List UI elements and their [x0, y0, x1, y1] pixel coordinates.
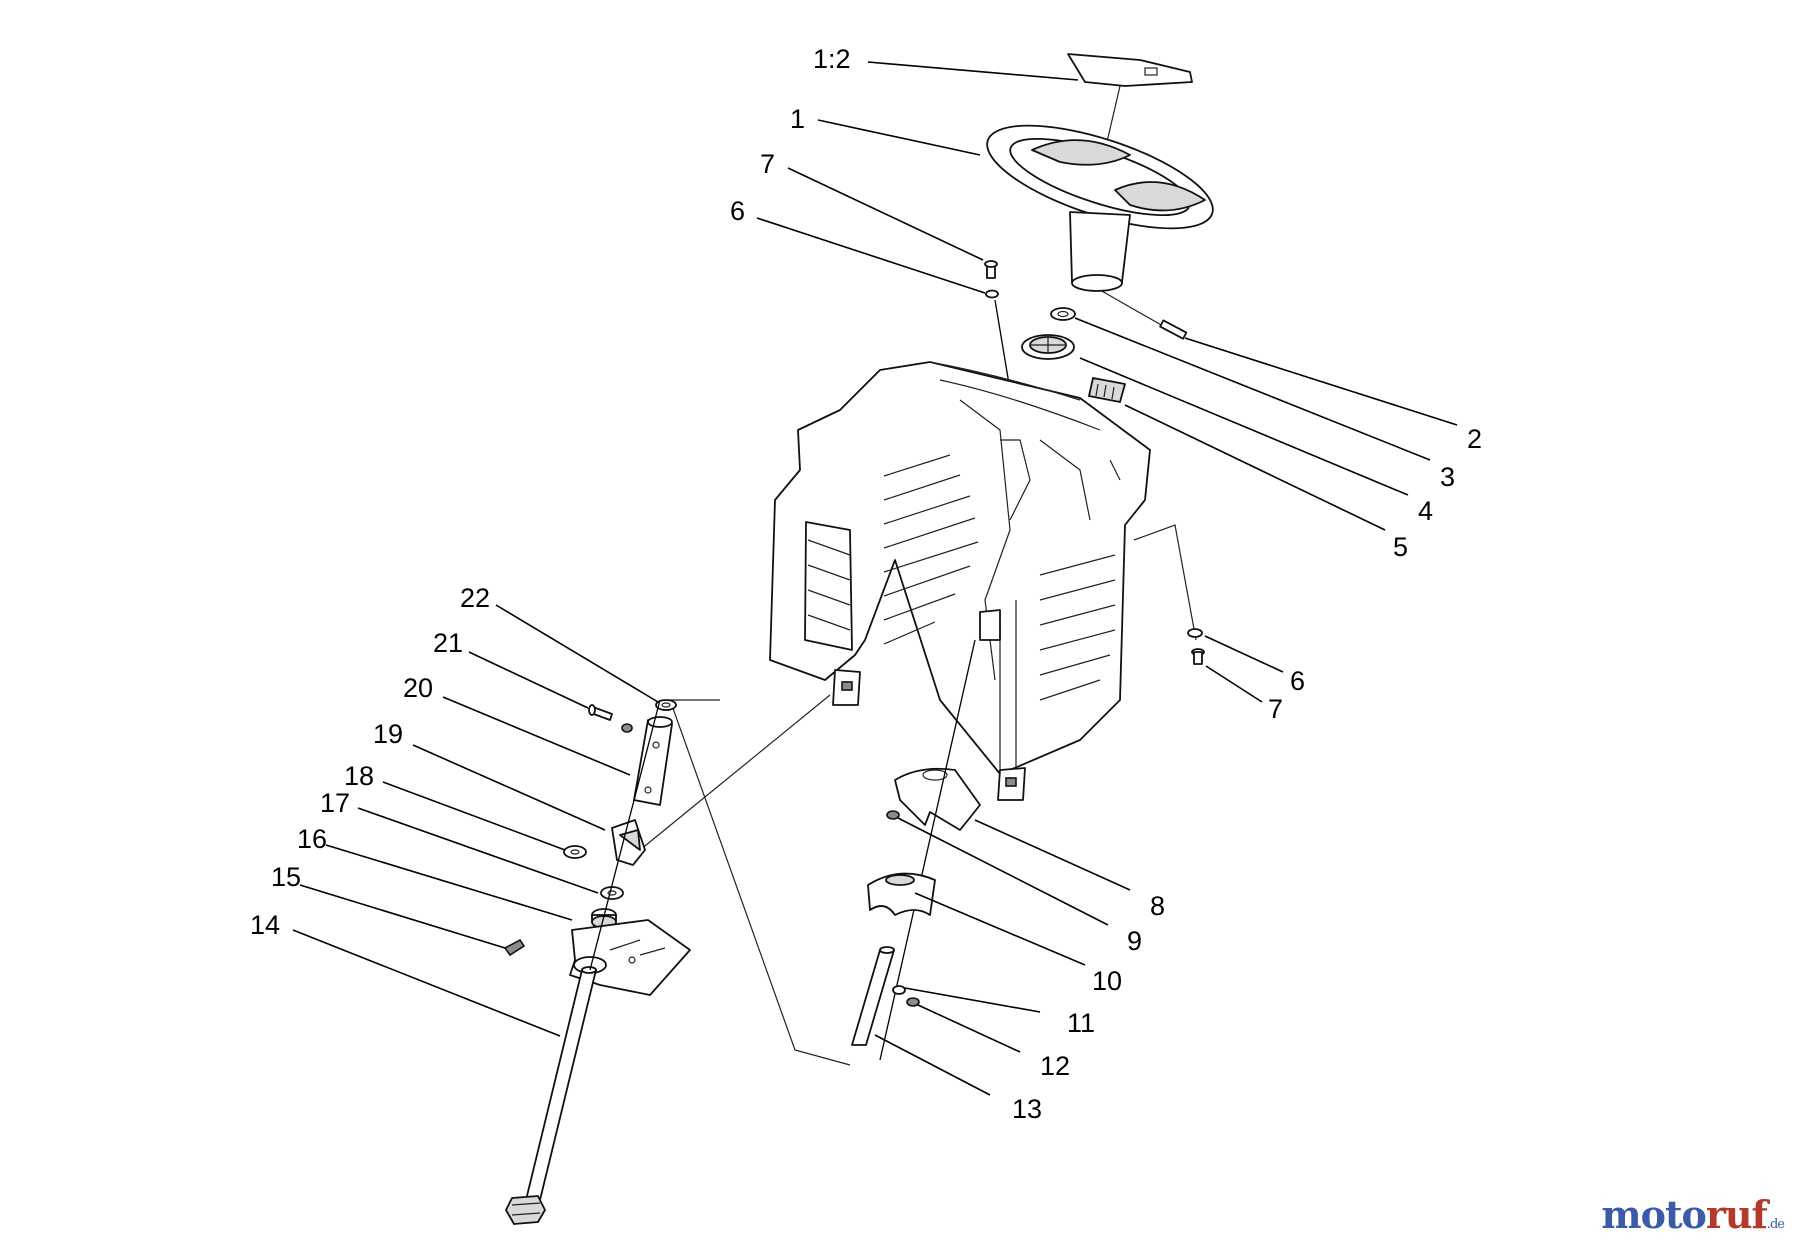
roll-pin [1099, 289, 1188, 340]
steering-bushing [1021, 334, 1075, 360]
callout-6-right: 6 [1290, 666, 1305, 696]
callout-19: 19 [373, 719, 403, 749]
callout-11: 11 [1067, 1008, 1095, 1038]
callout-1: 1 [790, 104, 805, 134]
console-vents-left [883, 454, 979, 645]
column-cover-lower [867, 872, 936, 916]
steering-wheel [986, 124, 1214, 292]
leader-lines [292, 61, 1458, 1096]
console-vents-right [1039, 554, 1116, 701]
callout-17: 17 [320, 788, 350, 818]
washer-18 [563, 845, 587, 859]
diagonal-link-line [639, 694, 831, 851]
callout-1-2: 1:2 [813, 44, 851, 74]
bushing-22 [655, 699, 677, 711]
screw-7-right [1191, 648, 1205, 665]
watermark-tld: .de [1766, 1217, 1785, 1232]
nut-21 [621, 723, 633, 733]
spacer-tube-20 [633, 716, 673, 806]
console-side-grille [804, 521, 853, 651]
left-column-axis [589, 699, 661, 971]
callout-22: 22 [460, 583, 490, 613]
callout-2: 2 [1467, 424, 1482, 454]
callout-7-top: 7 [760, 149, 775, 179]
steering-shaft-14 [525, 966, 597, 1201]
callout-9: 9 [1127, 926, 1142, 956]
callout-7-right: 7 [1268, 694, 1283, 724]
screw-12 [906, 997, 920, 1007]
callout-3: 3 [1440, 462, 1455, 492]
callout-18: 18 [344, 761, 374, 791]
callout-6-top: 6 [730, 196, 745, 226]
pinion-gear [505, 1195, 546, 1225]
callout-20: 20 [403, 673, 433, 703]
callout-4: 4 [1418, 496, 1433, 526]
watermark-part1: moto [1601, 1192, 1706, 1237]
callout-10: 10 [1092, 966, 1122, 996]
callout-12: 12 [1040, 1051, 1070, 1081]
watermark-part2: ruf [1705, 1192, 1768, 1237]
fuse-holder-clip [1088, 377, 1126, 403]
callout-14: 14 [250, 910, 280, 940]
dash-console [769, 361, 1151, 801]
washer-6-top [985, 289, 999, 299]
callout-16: 16 [297, 824, 327, 854]
bolt-21 [588, 704, 613, 721]
washer-11 [892, 985, 906, 995]
steering-wheel-emblem [1067, 53, 1193, 87]
column-cover-upper [894, 767, 981, 831]
console-bottom-tab-right [997, 767, 1026, 801]
screw-7-top [984, 260, 998, 279]
shaft-link-bracket [669, 699, 851, 1066]
pivot-block-19 [611, 819, 646, 866]
nut-9 [886, 810, 900, 820]
right-hardware-bracket [1133, 524, 1197, 641]
callout-13: 13 [1012, 1094, 1042, 1124]
screw-15 [503, 938, 526, 957]
motoruf-watermark: motoruf.de [1601, 1192, 1785, 1237]
steering-washer [1050, 307, 1076, 321]
console-bottom-tab-left [832, 669, 861, 706]
callout-8: 8 [1150, 891, 1165, 921]
washer-17 [600, 886, 624, 900]
washer-6-right [1187, 628, 1203, 638]
callout-21: 21 [433, 628, 463, 658]
steering-shaft-13 [851, 946, 895, 1046]
callout-5: 5 [1393, 532, 1408, 562]
callout-15: 15 [271, 862, 301, 892]
callout-labels: 1:2 1 7 6 2 3 4 5 6 7 22 21 20 19 18 17 … [250, 44, 1482, 1124]
